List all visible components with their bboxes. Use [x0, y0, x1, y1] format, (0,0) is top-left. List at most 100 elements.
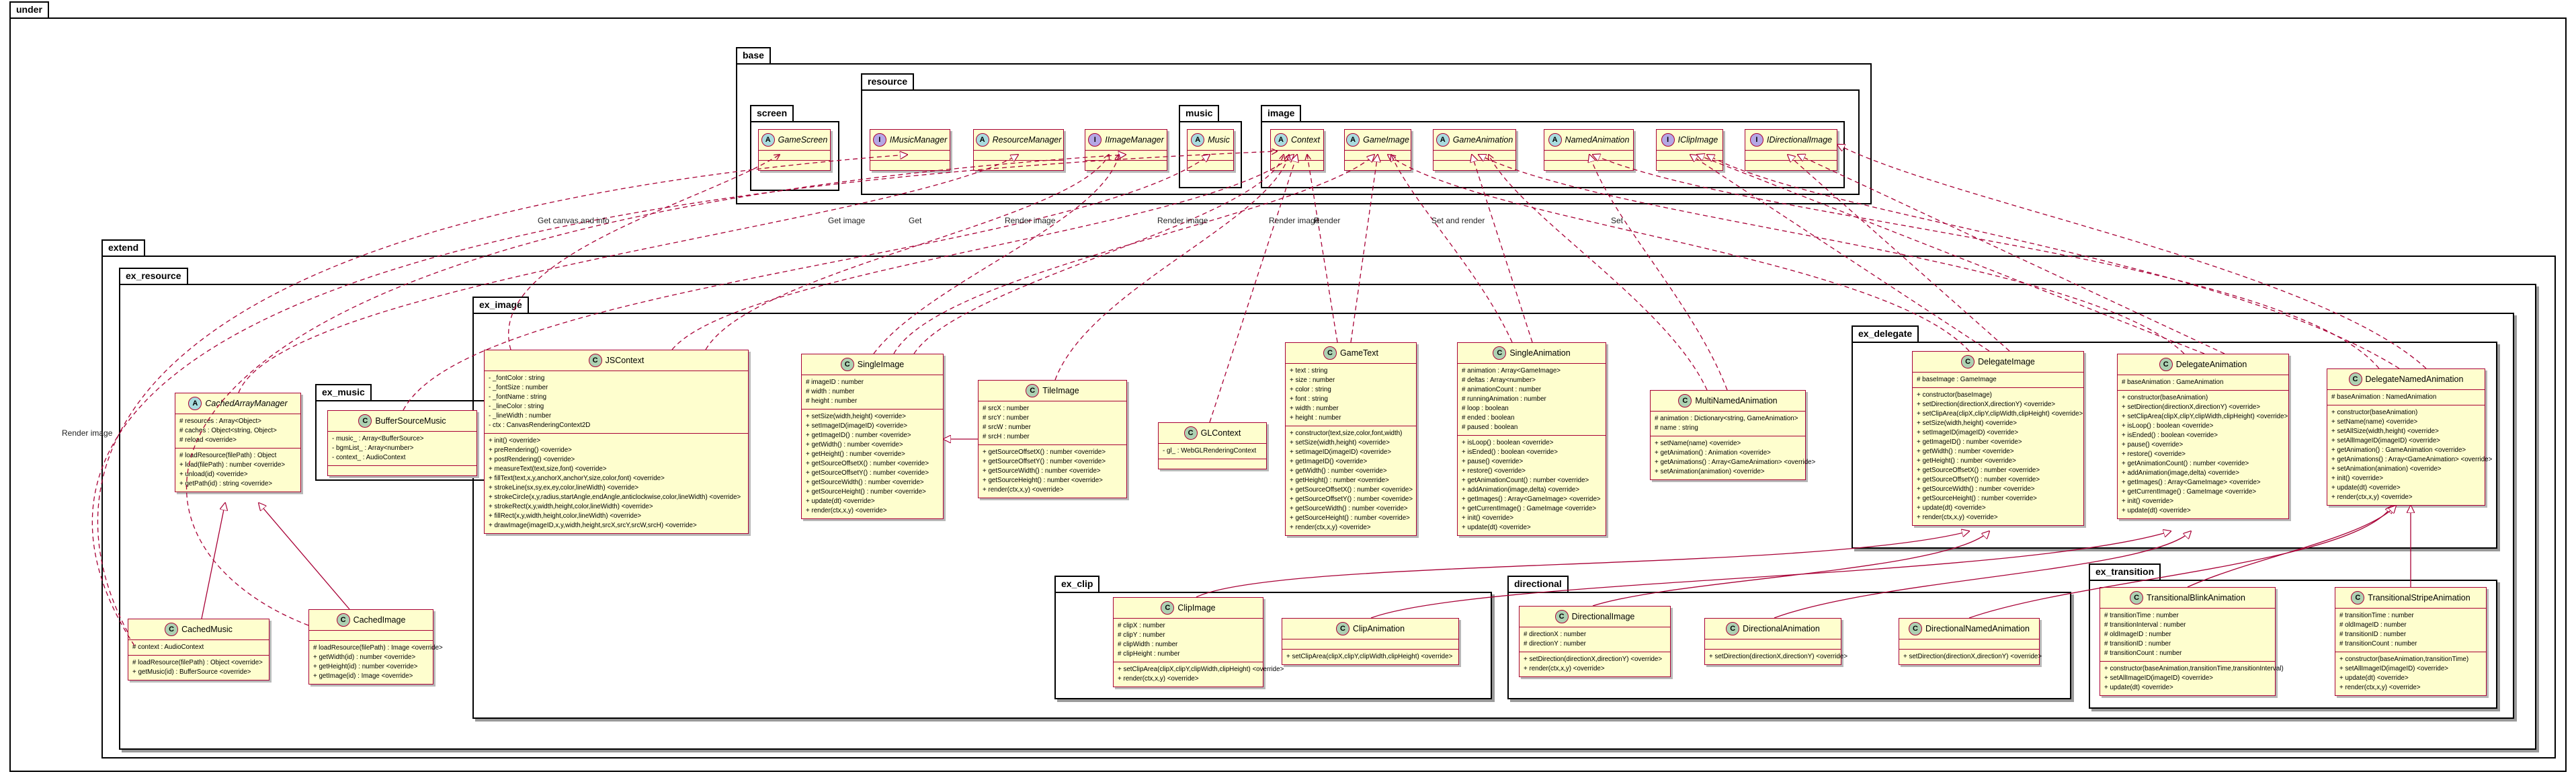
class-name: DirectionalAnimation	[1743, 624, 1820, 633]
class-method: + getWidth() : number <override>	[1290, 467, 1387, 475]
class-field: - _fontName : string	[489, 393, 547, 401]
class-method: + getAnimations() : Array<GameAnimation>…	[2331, 456, 2493, 463]
class-fields	[1188, 150, 1233, 160]
class-method: + update(dt) <override>	[1917, 504, 1986, 512]
class-method: + setAllImageID(imageID) <override>	[2339, 665, 2448, 672]
class-field: # srcX : number	[983, 405, 1030, 412]
class-field: - music_ : Array<BufferSource>	[332, 435, 424, 442]
class-method: + setAnimation(animation) <override>	[1655, 468, 1765, 475]
class-field: + width : number	[1290, 405, 1339, 412]
class-name: TransitionalBlinkAnimation	[2147, 593, 2245, 602]
class-method: + addAnimation(image,delta) <override>	[1462, 486, 1580, 494]
class-methods: + setDirection(directionX,directionY) <o…	[1899, 649, 2042, 664]
class-method: + load(filePath) : number <override>	[179, 461, 286, 469]
class-method: + getAnimation() : GameAnimation <overri…	[2331, 446, 2466, 454]
stereotype-A-icon: A	[1274, 133, 1288, 147]
class-method: + setSize(width,height) <override>	[806, 413, 906, 420]
class-method: + render(ctx,x,y) <override>	[2331, 494, 2413, 501]
class-field: # directionX : number	[1524, 631, 1587, 638]
class-method: + setAllSize(width,height) <override>	[2331, 428, 2439, 435]
class-methods	[1159, 459, 1266, 469]
class-field: # srcW : number	[983, 424, 1031, 431]
class-field: # clipY : number	[1118, 631, 1165, 639]
package-tab-ex_image: ex_image	[472, 297, 529, 313]
class-method: + strokeRect(x,y,width,height,color,line…	[489, 503, 653, 510]
class-fields: - gl_ : WebGLRenderingContext	[1159, 443, 1266, 459]
class-fields	[1271, 150, 1323, 160]
class-methods: + isLoop() : boolean <override>+ isEnded…	[1458, 435, 1606, 535]
class-fields	[1085, 150, 1167, 160]
class-method: + getSourceHeight() : number <override>	[806, 488, 926, 496]
class-method: + setDirection(directionX,directionY) <o…	[1524, 656, 1663, 663]
class-method: + getSourceOffsetY() : number <override>	[1917, 476, 2040, 483]
class-method: + pause() <override>	[2122, 441, 2184, 449]
stereotype-C-icon: C	[1026, 384, 1040, 397]
class-method: + setAllImageID(imageID) <override>	[2104, 674, 2213, 682]
class-method: + setDirection(directionX,directionY) <o…	[2122, 403, 2261, 411]
package-tab-base: base	[736, 47, 771, 63]
class-method: + constructor(baseAnimation)	[2331, 409, 2418, 416]
class-name: NamedAnimation	[1565, 135, 1630, 145]
class-methods	[328, 465, 476, 475]
stereotype-A-icon: A	[1346, 133, 1360, 147]
package-tab-ex_music: ex_music	[315, 384, 372, 400]
class-name: GameAnimation	[1452, 135, 1513, 145]
class-fields: # baseImage : GameImage	[1913, 372, 2083, 387]
class-method: + getMusic(id) : BufferSource <override>	[132, 668, 251, 676]
class-method: + setImageID(imageID) <override>	[1290, 449, 1392, 456]
class-field: # directionY : number	[1524, 640, 1586, 648]
stereotype-C-icon: C	[1726, 622, 1740, 635]
stereotype-C-icon: C	[2348, 373, 2362, 386]
class-method: + getAnimation() : Animation <override>	[1655, 449, 1771, 457]
class-method: + init() <override>	[489, 437, 541, 444]
class-method: + setImageID(imageID) <override>	[806, 422, 908, 430]
class-method: + constructor(text,size,color,font,width…	[1290, 430, 1403, 437]
package-tab-screen: screen	[750, 105, 794, 121]
class-method: + getImageID() <override>	[1290, 458, 1368, 465]
class-methods: + constructor(text,size,color,font,width…	[1286, 426, 1416, 535]
class-method: + isLoop() : boolean <override>	[1462, 439, 1554, 446]
class-method: + getSourceOffsetY() : number <override>	[983, 458, 1106, 465]
class-field: # ended : boolean	[1462, 414, 1515, 422]
class-fields	[1434, 150, 1515, 160]
class-field: # animation : Dictionary<string, GameAni…	[1655, 415, 1798, 422]
class-methods: + constructor(baseAnimation)+ setDirecti…	[2118, 390, 2288, 518]
class-fields	[1544, 150, 1633, 160]
class-methods	[974, 160, 1063, 170]
class-field: # runningAnimation : number	[1462, 395, 1546, 403]
class-method: + getHeight(id) : number <override>	[313, 663, 418, 670]
class-methods: + setName(name) <override>+ getAnimation…	[1651, 436, 1815, 479]
class-method: # loadResource(filePath) : Object	[179, 452, 277, 459]
stereotype-C-icon: C	[1909, 622, 1923, 635]
class-fields	[1899, 639, 2039, 649]
class-method: + update(dt) <override>	[2339, 674, 2409, 682]
class-name: IDirectionalImage	[1766, 135, 1833, 145]
class-method: + fillRect(x,y,width,height,color,lineWi…	[489, 512, 642, 520]
class-method: + getSourceHeight() : number <override>	[1290, 514, 1410, 522]
class-method: + getSourceHeight() : number <override>	[1917, 495, 2037, 502]
class-fields	[1657, 150, 1722, 160]
class-method: + render(ctx,x,y) <override>	[1917, 514, 1998, 521]
class-name: BufferSourceMusic	[375, 416, 446, 426]
class-name: CachedMusic	[181, 625, 233, 634]
class-field: + height : number	[1290, 414, 1341, 422]
